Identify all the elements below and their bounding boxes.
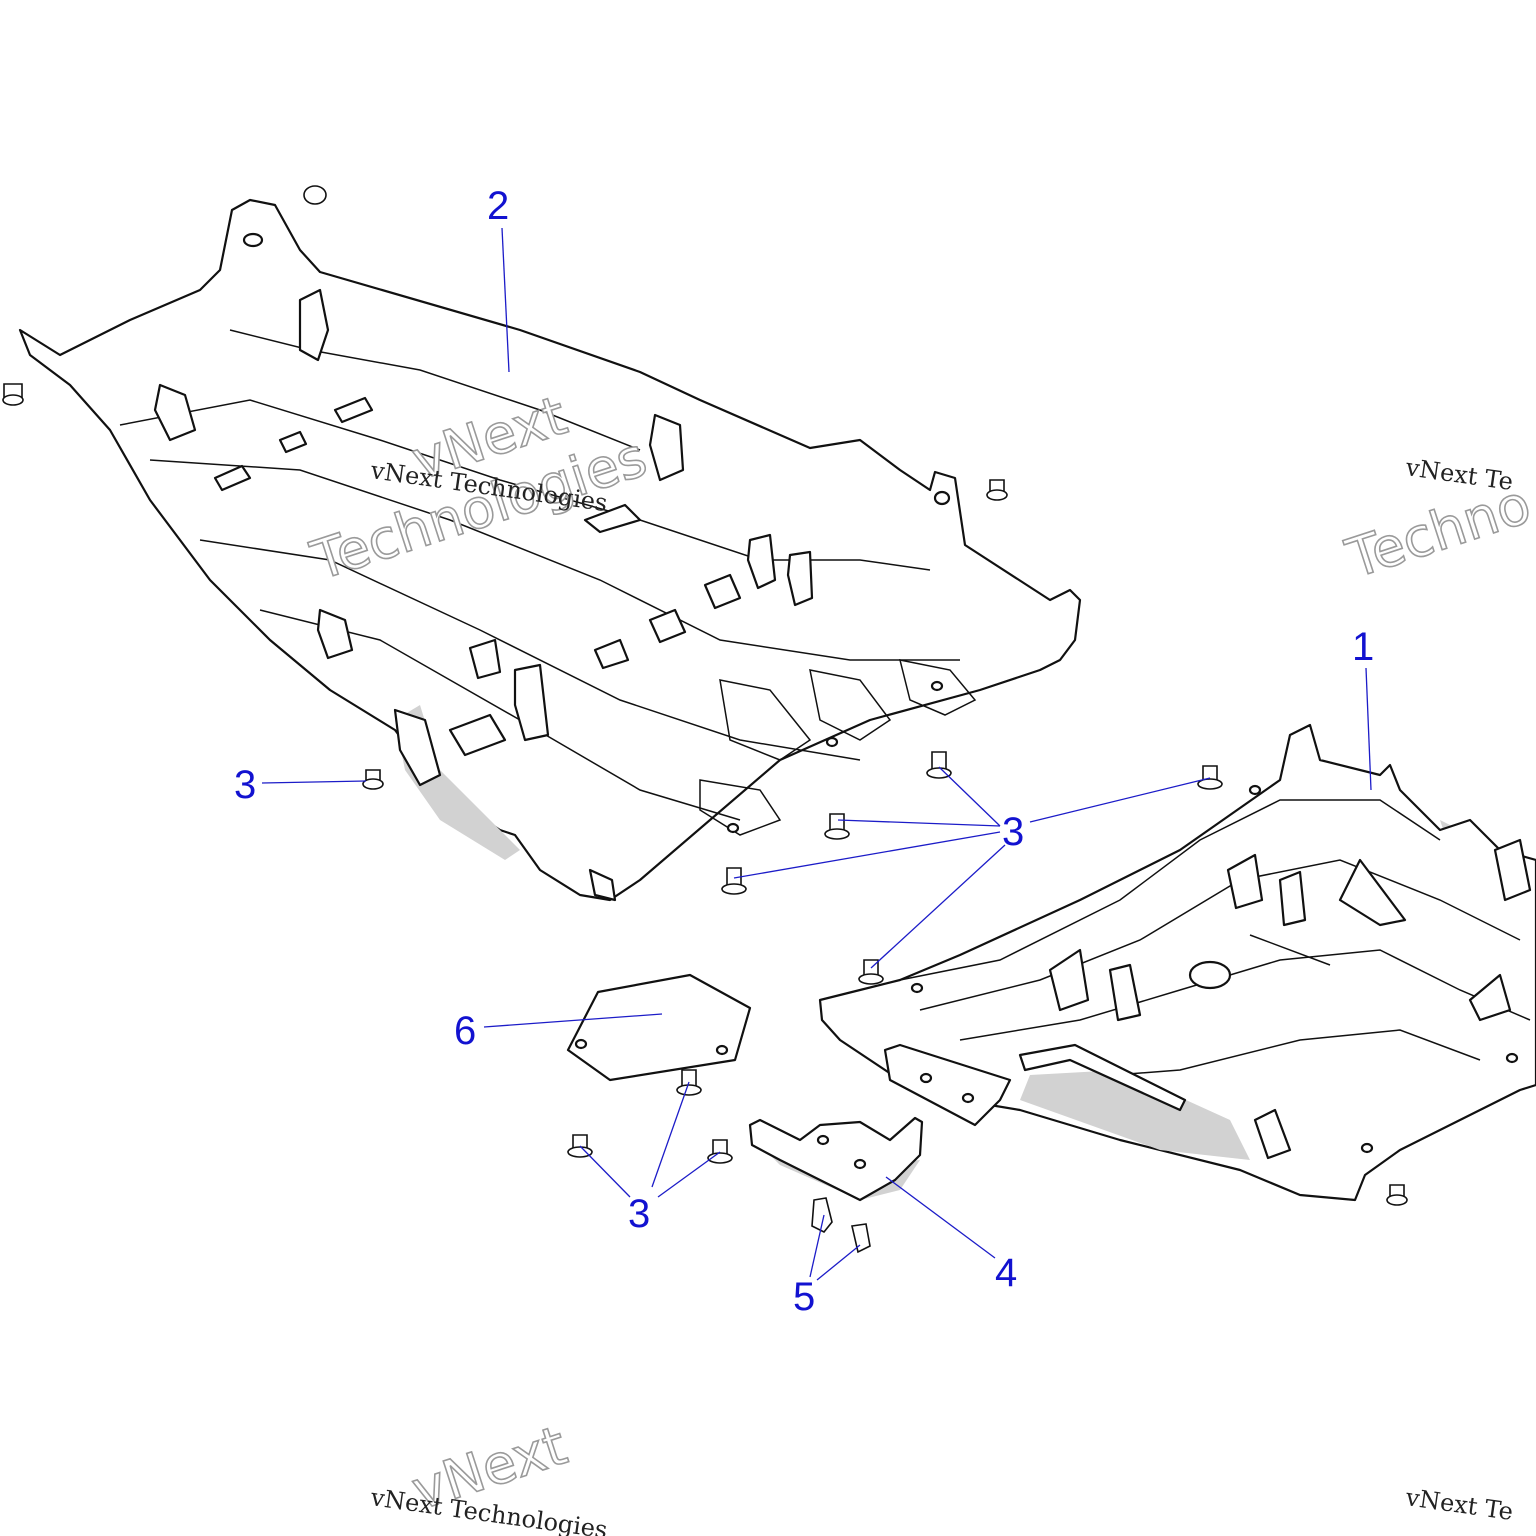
fastener-icon <box>824 813 850 840</box>
fastener-icon <box>303 185 327 205</box>
leader-lines <box>261 227 1372 1281</box>
callout-4: 4 <box>995 1251 1017 1295</box>
part-6-cover-plate <box>566 973 752 1082</box>
clip-icon <box>851 1223 871 1254</box>
fastener-icon <box>567 1134 593 1158</box>
fastener-icon <box>2 383 24 406</box>
fastener-icon <box>362 769 384 790</box>
part-1-skid-plate <box>818 723 1536 1202</box>
callout-labels: 2 1 3 3 3 6 4 5 <box>234 184 1374 1319</box>
watermark-small-bottom-right: vNext Te <box>1403 1483 1515 1526</box>
fastener-icon <box>1386 1184 1408 1206</box>
fasteners <box>2 185 1408 1254</box>
part-4-guard-bracket <box>748 1116 924 1202</box>
callout-6: 6 <box>454 1009 476 1053</box>
callout-2: 2 <box>487 184 509 228</box>
part-2-skid-plate <box>18 198 1082 902</box>
callout-3: 3 <box>628 1192 650 1236</box>
callout-3: 3 <box>234 763 256 807</box>
callout-1: 1 <box>1352 625 1374 669</box>
callout-3: 3 <box>1002 810 1024 854</box>
callout-5: 5 <box>793 1275 815 1319</box>
clip-icon <box>811 1197 833 1234</box>
watermark-small-partial: vNext Te <box>1403 453 1515 496</box>
fastener-icon <box>1197 765 1223 790</box>
fastener-icon <box>676 1069 702 1096</box>
fastener-icon <box>858 959 884 985</box>
fastener-icon <box>707 1139 733 1164</box>
fastener-icon <box>721 867 747 895</box>
fastener-icon <box>926 751 952 779</box>
fastener-icon <box>986 479 1008 501</box>
